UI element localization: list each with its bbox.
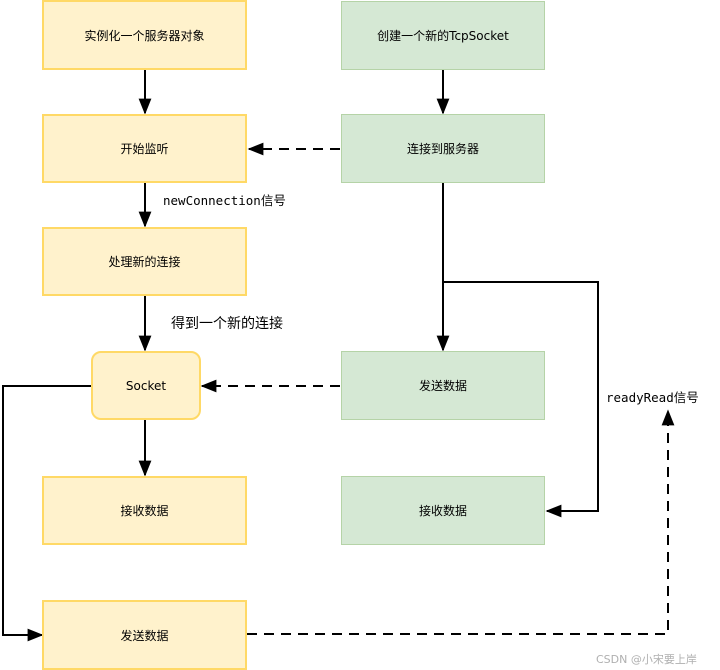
- node-start-listen: 开始监听: [42, 114, 247, 183]
- node-socket: Socket: [91, 351, 201, 420]
- node-server-receive: 接收数据: [42, 476, 247, 545]
- node-connect-server: 连接到服务器: [341, 114, 545, 183]
- label-new-connection-signal: newConnection信号: [163, 193, 286, 208]
- label-ready-read-signal: readyRead信号: [606, 390, 699, 405]
- node-server-send: 发送数据: [42, 600, 247, 670]
- node-client-send: 发送数据: [341, 351, 545, 420]
- node-handle-new-connection: 处理新的连接: [42, 227, 247, 296]
- node-create-tcpsocket: 创建一个新的TcpSocket: [341, 1, 545, 70]
- label-got-new-connection: 得到一个新的连接: [171, 316, 283, 332]
- node-client-receive: 接收数据: [341, 476, 545, 545]
- edge-connect-to-client-receive: [443, 281, 599, 518]
- node-server-instantiate: 实例化一个服务器对象: [42, 0, 247, 70]
- watermark: CSDN @小宋要上岸: [596, 653, 697, 666]
- edge-socket-to-server-send: [2, 385, 92, 642]
- edge-server-send-to-readyread: [247, 409, 675, 635]
